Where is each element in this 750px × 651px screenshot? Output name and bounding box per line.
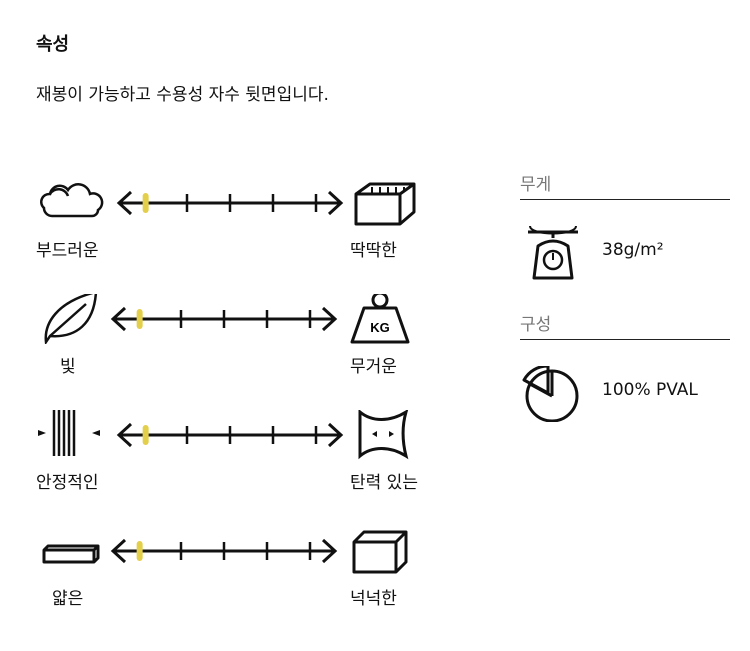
scale-row-softness: 부드러운 딱딱한 bbox=[0, 178, 440, 278]
scale-slider bbox=[116, 422, 344, 448]
stable-lines-icon bbox=[38, 410, 100, 456]
arrow-left-icon bbox=[116, 422, 133, 448]
cloud-icon bbox=[40, 183, 104, 218]
feather-icon bbox=[44, 294, 98, 344]
composition-heading: 구성 bbox=[520, 310, 730, 340]
description: 재봉이 가능하고 수용성 자수 뒷면입니다. bbox=[36, 85, 329, 105]
arrow-left-icon bbox=[116, 190, 133, 216]
scale-icon bbox=[528, 225, 578, 280]
weight-heading: 무게 bbox=[520, 170, 730, 200]
pie-chart-icon bbox=[522, 366, 579, 422]
arrow-right-icon bbox=[327, 190, 344, 216]
stretch-icon bbox=[358, 410, 409, 460]
slider-marker bbox=[142, 425, 149, 445]
thin-block-icon bbox=[42, 544, 100, 564]
arrow-right-icon bbox=[321, 538, 338, 564]
scale-left-label: 안정적인 bbox=[36, 473, 99, 493]
slider-marker bbox=[136, 309, 143, 329]
scale-right-label: 무거운 bbox=[350, 357, 397, 377]
svg-text:KG: KG bbox=[370, 320, 390, 335]
section-heading: 속성 bbox=[36, 34, 70, 55]
arrow-left-icon bbox=[110, 306, 127, 332]
arrow-left-icon bbox=[110, 538, 127, 564]
arrow-right-icon bbox=[327, 422, 344, 448]
scale-slider bbox=[110, 306, 338, 332]
slider-marker bbox=[142, 193, 149, 213]
scale-left-label: 빛 bbox=[60, 357, 76, 377]
composition-value: 100% PVAL bbox=[602, 380, 698, 400]
kg-weight-icon: KG bbox=[350, 294, 410, 344]
scale-left-label: 얇은 bbox=[52, 589, 84, 609]
scale-right-label: 탄력 있는 bbox=[350, 473, 418, 493]
scale-slider bbox=[116, 190, 344, 216]
arrow-right-icon bbox=[321, 306, 338, 332]
scale-right-label: 딱딱한 bbox=[350, 241, 397, 261]
weight-value: 38g/m² bbox=[602, 240, 664, 260]
scale-row-thickness: 얇은 넉넉한 bbox=[0, 526, 440, 626]
brick-icon bbox=[354, 182, 416, 226]
thick-block-icon bbox=[352, 530, 408, 574]
scale-right-label: 넉넉한 bbox=[350, 589, 397, 609]
scale-slider bbox=[110, 538, 338, 564]
slider-marker bbox=[136, 541, 143, 561]
scale-left-label: 부드러운 bbox=[36, 241, 99, 261]
scale-row-weight: KG 빛 무거운 bbox=[0, 294, 440, 394]
scale-row-elasticity: 안정적인 탄력 있는 bbox=[0, 410, 440, 510]
